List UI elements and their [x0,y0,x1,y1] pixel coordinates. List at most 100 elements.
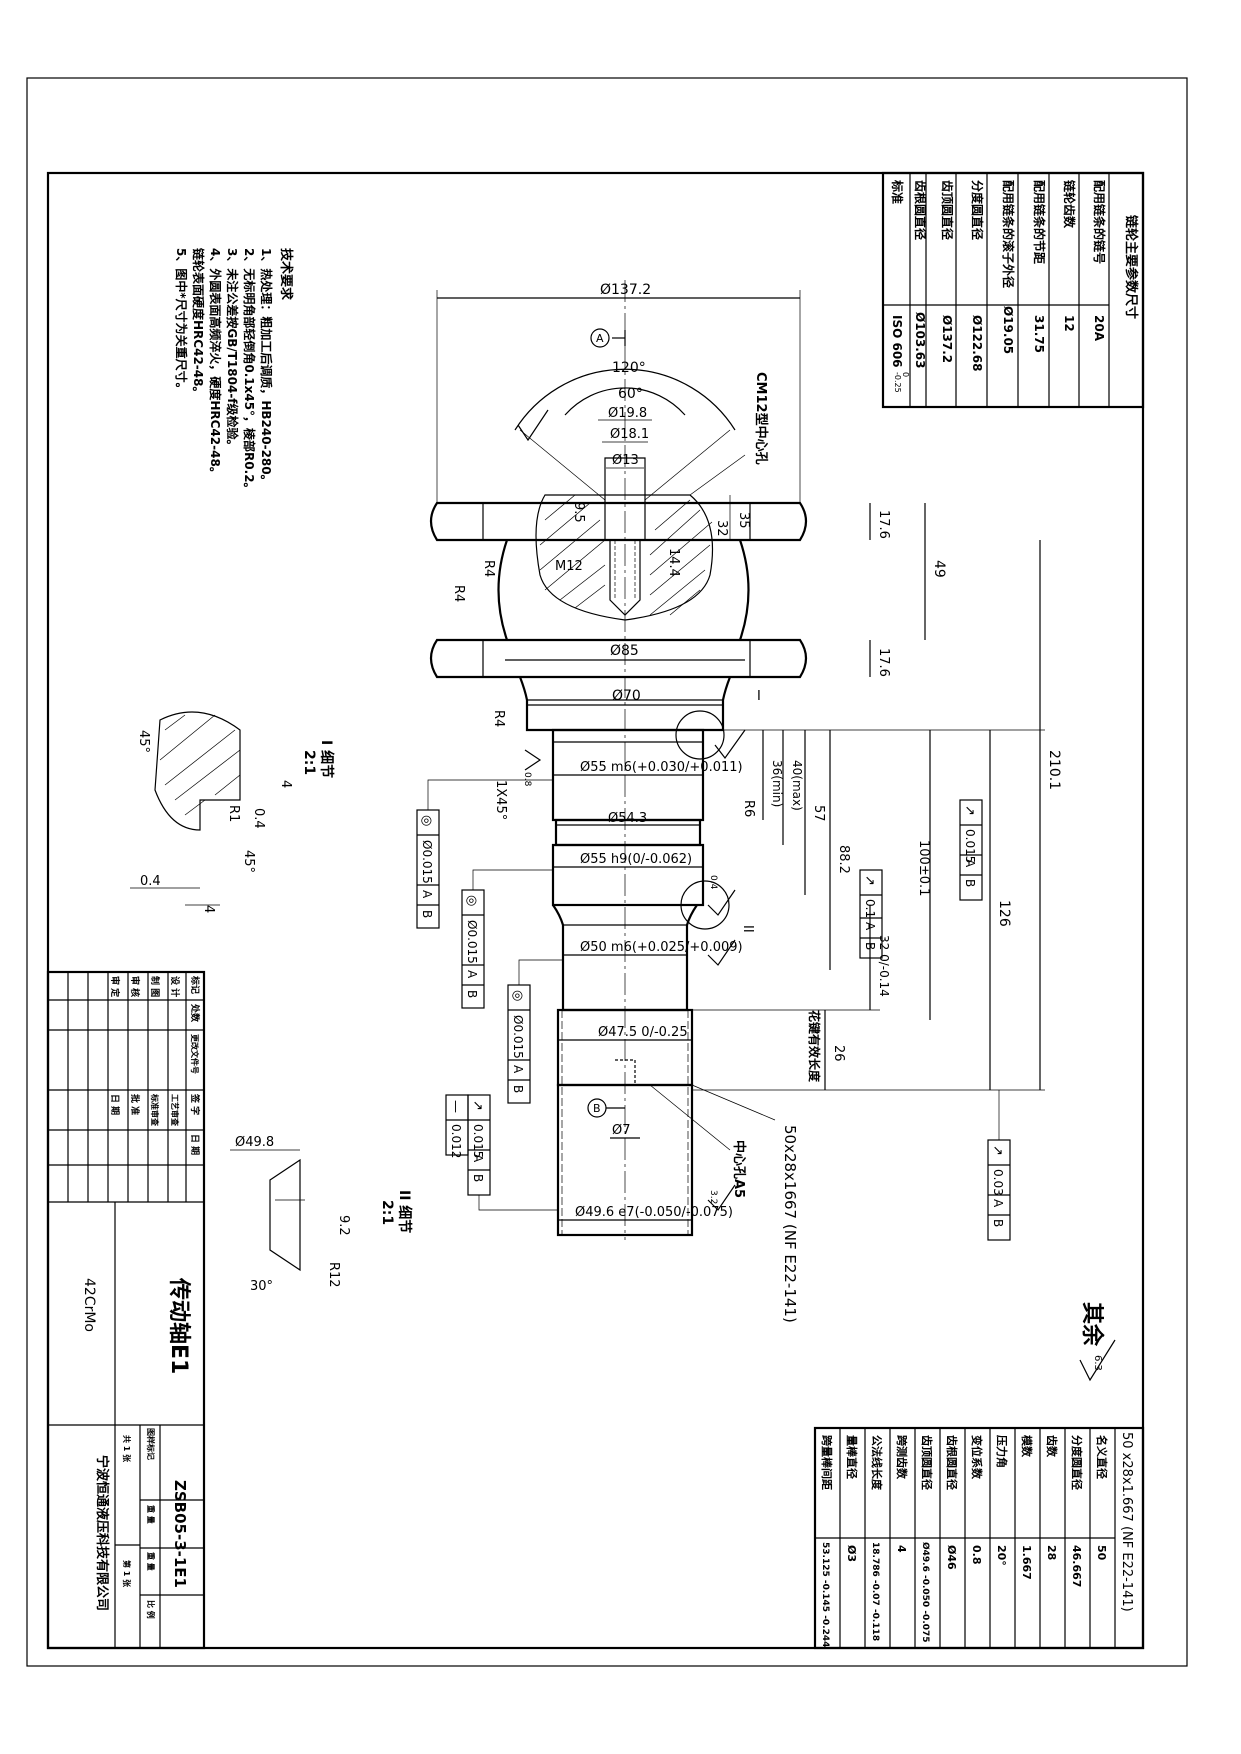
tech-req-item: 5、图中*尺寸为关重尺寸。 [174,248,189,395]
gtol-tolerance: 0.015 [963,829,977,863]
dim-14-4: 14.4 [666,548,681,577]
thread-m12: M12 [555,559,583,574]
dim-18-1: Ø18.1 [610,427,649,442]
spline-row-label: 模数 [1020,1435,1034,1458]
dim-60-deg: 60° [618,386,643,402]
dim-32-tol: 32 0/-0.14 [877,935,891,997]
gtol-datum: B [465,990,479,998]
tb-weight2: 重 量 [146,1552,156,1571]
spline-row-label: 齿顶圆直径 [920,1435,934,1490]
tb-std-review: 标准审查 [150,1093,160,1127]
section-hatch-area [535,494,713,621]
spline-row-label: 齿根圆直径 [945,1435,959,1490]
sprocket-row-value: 20A [1092,315,1106,342]
center-hole-top-label: CM12型中心孔 [753,372,769,465]
detail-i-dim: 45° [136,730,151,753]
spline-row-label: 名义直径 [1095,1435,1109,1479]
dim-9-5: 9.5 [571,502,586,523]
radius-r6: R6 [741,800,756,817]
outer-border [26,77,1188,1667]
sprocket-row-value: ISO 606 [890,315,904,368]
detail-ii-circle [680,880,730,930]
tech-req-item: 3、未注公差按GB/T1804-f级检验。 [225,248,240,452]
gtol-symbol: ◎ [464,895,479,906]
tb-mark: 标记 [189,975,201,994]
tb-sign: 签 字 [189,1093,201,1115]
spline-row-label: 跨测齿数 [895,1435,909,1480]
dim-126: 126 [996,900,1012,927]
dim-36-min: 36(min) [770,760,784,807]
sprocket-row-label: 配用链条的节距 [1032,180,1047,264]
detail-ii-dim: Ø49.8 [235,1135,274,1150]
dim-13: Ø13 [612,453,639,468]
gtol-datum: B [963,879,977,887]
frame-border [46,171,1145,1650]
tech-req-item: 4、外圆表面高频淬火，硬度HRC42-48。 [208,248,223,479]
detail-view-ii: Ø49.8 II 细节 2:1 9.2 R12 30° [230,1135,413,1294]
detail-ii-marker: II [740,925,755,933]
spline-row-label: 跨量棒间距 [820,1435,834,1490]
spline-row-label: 量棒直径 [845,1435,859,1479]
part-name: 传动轴E1 [166,1277,192,1374]
gtol-frame: ↗ 0.03 A B [987,1090,1011,1241]
dim-100-0-1: 100±0.1 [916,840,931,896]
gtol-tolerance: 0.012 [449,1124,463,1158]
tb-stage-mark: 图样标记 [146,1428,156,1460]
dim-137-2: Ø137.2 [600,282,651,298]
dim-85: Ø85 [610,643,639,659]
datum-a-label: A [596,332,604,345]
detail-ii-scale: 2:1 [379,1200,395,1225]
gtol-tolerance: Ø0.015 [511,1015,525,1059]
sprocket-row-value: Ø19.05 [1001,306,1015,354]
chamfer-1x45: 1X45° [493,780,508,820]
detail-ii-label: II 细节 [396,1190,413,1233]
spline-row-value: Ø46 [945,1545,958,1570]
center-hole-bottom-label: 中心孔A5 [731,1140,747,1198]
dim-210-1: 210.1 [1046,750,1062,790]
spline-row-value: 1.667 [1020,1545,1033,1580]
gtol-datum: A [420,890,434,899]
gtol-datum: A [991,1199,1005,1208]
ra-3-2: 3.2 [708,1190,718,1204]
detail-i-scale: 2:1 [301,750,317,775]
tb-check: 审 核 [129,976,141,997]
spline-row-value: Ø49.6 -0.050 -0.075 [920,1542,931,1643]
spline-row-value: 50 [1095,1545,1108,1561]
sprocket-row-label: 配用链条的滚子外径 [1001,180,1016,288]
gtol-symbol: ↗ [862,875,877,886]
sprocket-row-label: 齿根圆直径 [913,180,928,240]
tb-design: 设 计 [169,976,181,997]
detail-i-circle [675,710,725,760]
detail-i-dim: 4 [201,905,216,913]
dim-17-6-bottom: 17.6 [876,648,891,677]
tb-date: 日 期 [189,1134,201,1155]
ra-0-8: 0.8 [522,772,532,787]
gtol-frame: ↗ 0.1 A B [859,869,883,959]
gtol-frame: ◎ Ø0.015 A B [416,779,553,929]
gtol-datum: A [465,970,479,979]
spline-row-value: 20° [995,1545,1008,1566]
gtol-symbol: ↗ [470,1100,485,1111]
dim-47-5: Ø47.5 0/-0.25 [598,1025,688,1040]
dim-88-2: 88.2 [836,845,851,874]
detail-i-dim: 4 [278,780,293,788]
detail-i-dim: 0.4 [251,808,266,829]
sprocket-row-value: Ø137.2 [940,315,954,363]
detail-i-dim: 45° [241,850,256,873]
dim-55-m6: Ø55 m6(+0.030/+0.011) [580,760,743,775]
detail-i-marker: I [757,689,761,704]
gtol-symbol: ↗ [962,805,977,816]
dim-7: Ø7 [612,1123,631,1138]
gtol-symbol: ◎ [419,815,434,826]
dim-50-m6: Ø50 m6(+0.025/+0.009) [580,940,743,955]
gtol-symbol: ↗ [990,1145,1005,1156]
tech-requirements: 技术要求 1、热处理：粗加工后调质，HB240-280。 2、无标明角部轻倒角0… [174,248,294,495]
tb-approve: 批 准 [129,1094,141,1115]
sprocket-root-tol-lower: -0.25 [893,372,902,393]
dim-49: 49 [931,560,947,578]
detail-i-label: I 细节 [318,740,335,778]
gtol-datum: A [863,922,877,931]
tb-date2: 日 期 [109,1094,121,1115]
gtol-datum: B [991,1219,1005,1227]
gtol-frames: ◎ Ø0.015 A B ◎ Ø0.015 A B ◎ Ø0.015 A B [416,779,1011,1241]
